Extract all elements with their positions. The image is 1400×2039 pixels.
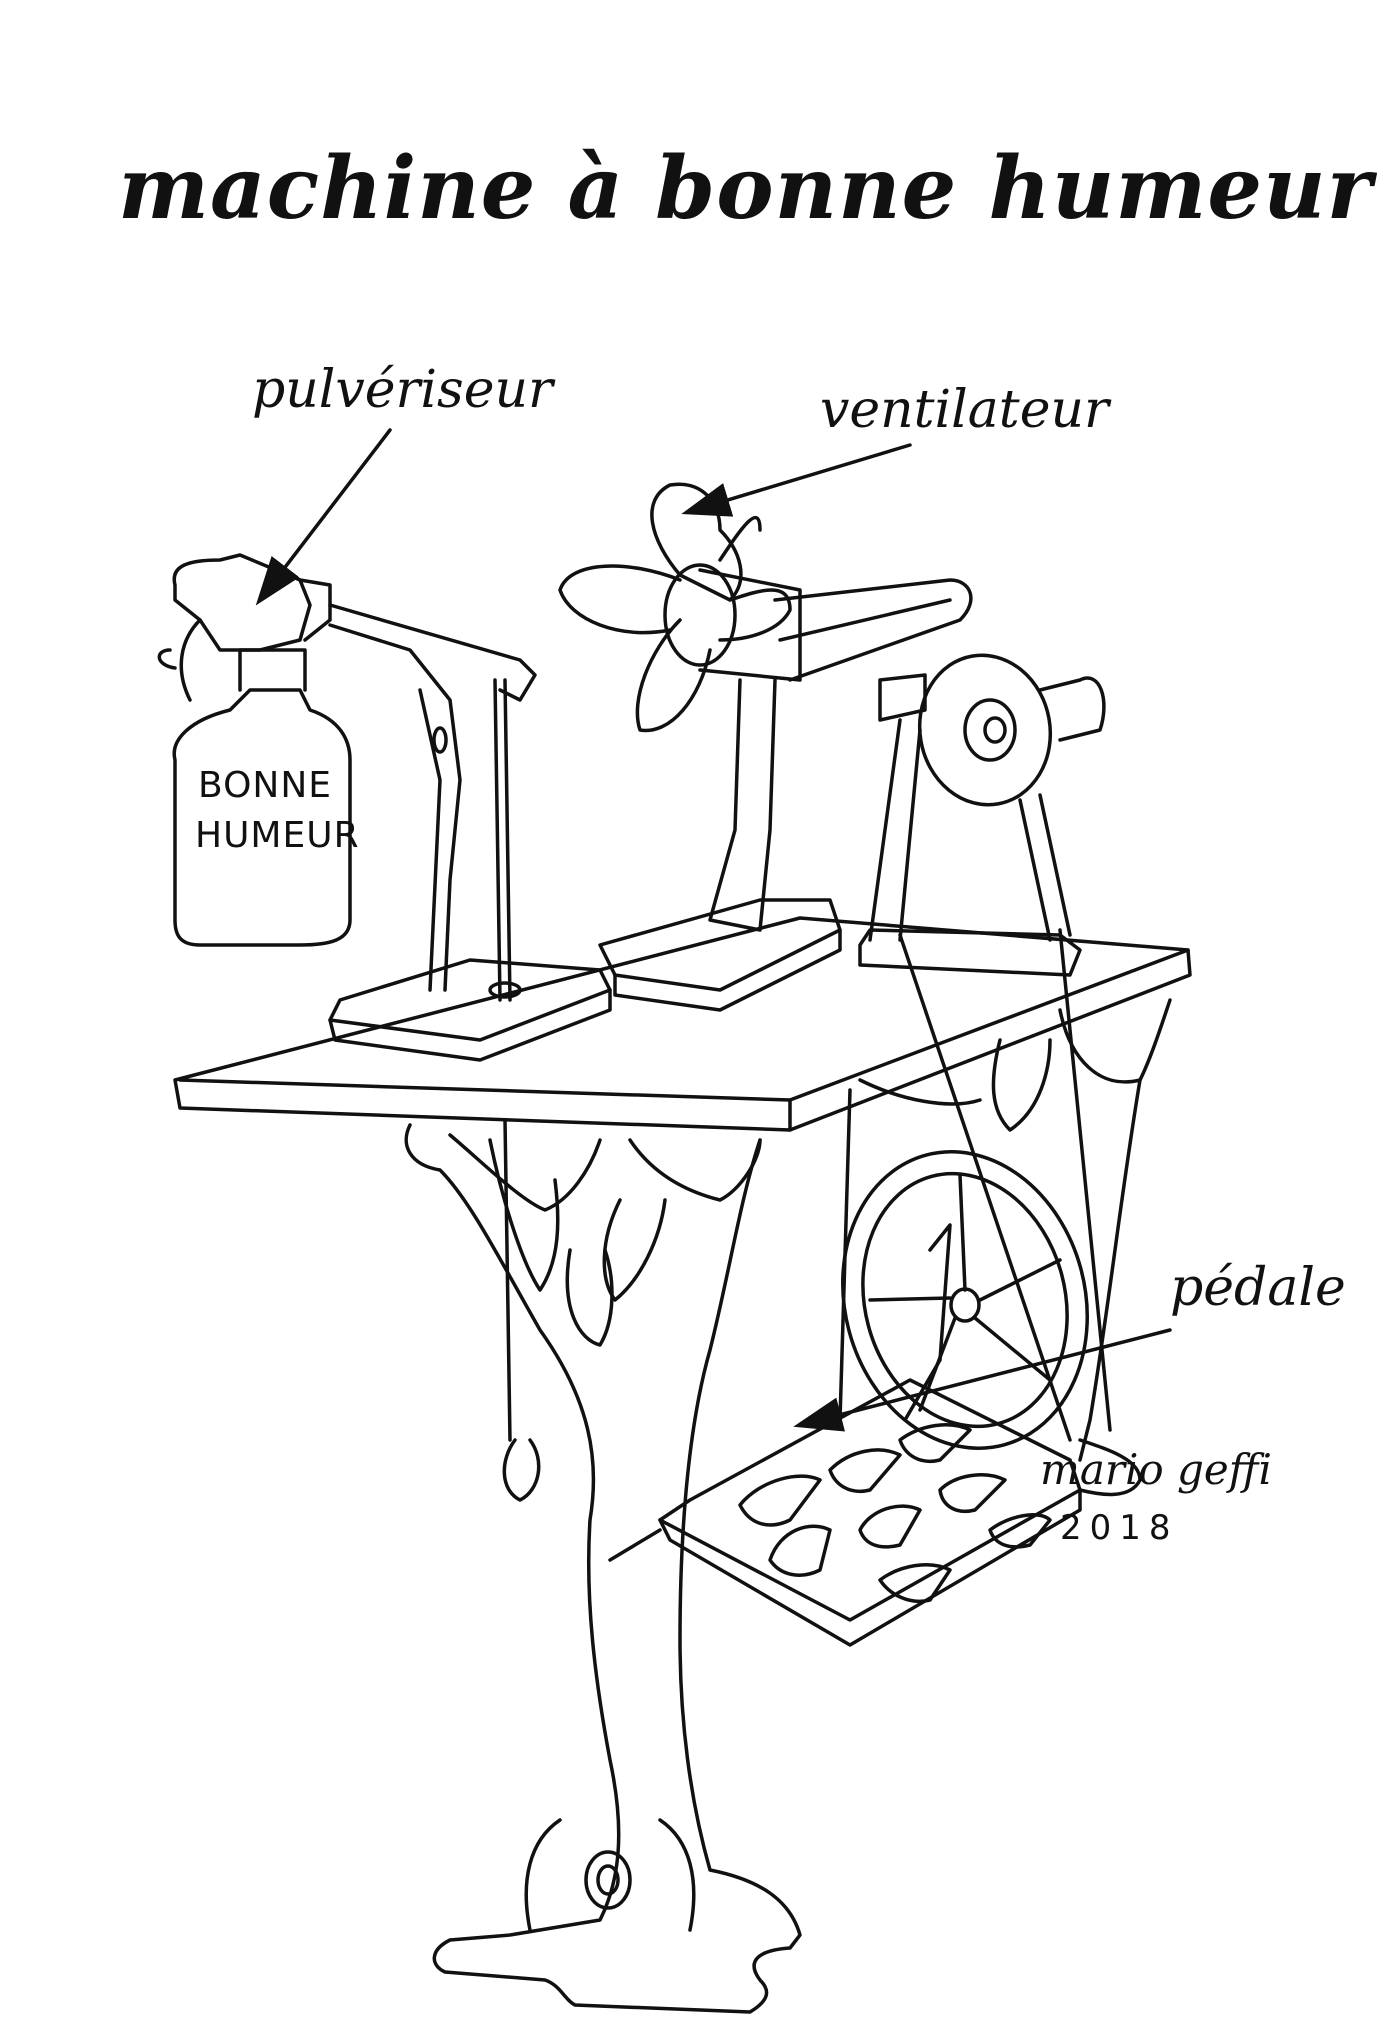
treadle-pedal bbox=[608, 1378, 1082, 1647]
pedal-arrow-icon bbox=[793, 1328, 1172, 1432]
table-top bbox=[173, 916, 1192, 1132]
drawing-title: machine à bonne humeur bbox=[118, 138, 1373, 239]
signature-name: mario geffi bbox=[1040, 1445, 1272, 1494]
signature-year: 2018 bbox=[1060, 1508, 1179, 1548]
spray-bottle bbox=[157, 553, 352, 947]
fan-belt bbox=[773, 578, 973, 682]
label-pedal: pédale bbox=[1170, 1258, 1346, 1318]
label-arrows bbox=[255, 428, 1172, 1432]
linkage-rod bbox=[493, 678, 541, 1502]
bottle-text-line-1: BONNE bbox=[198, 765, 333, 806]
bottle-text-line-2: HUMEUR bbox=[195, 815, 360, 856]
label-fan: ventilateur bbox=[820, 380, 1109, 440]
pulley-assembly bbox=[858, 653, 1106, 977]
drive-belt bbox=[898, 928, 1112, 1442]
fan-arrow-icon bbox=[681, 443, 912, 517]
sprayer-stand bbox=[328, 603, 612, 1062]
label-sprayer: pulvériseur bbox=[252, 360, 553, 420]
right-table-leg bbox=[838, 998, 1172, 1497]
fan bbox=[558, 482, 842, 1012]
pulverizer-arrow-icon bbox=[255, 428, 392, 606]
flywheel bbox=[841, 1150, 1089, 1450]
left-table-leg bbox=[404, 1123, 802, 2014]
